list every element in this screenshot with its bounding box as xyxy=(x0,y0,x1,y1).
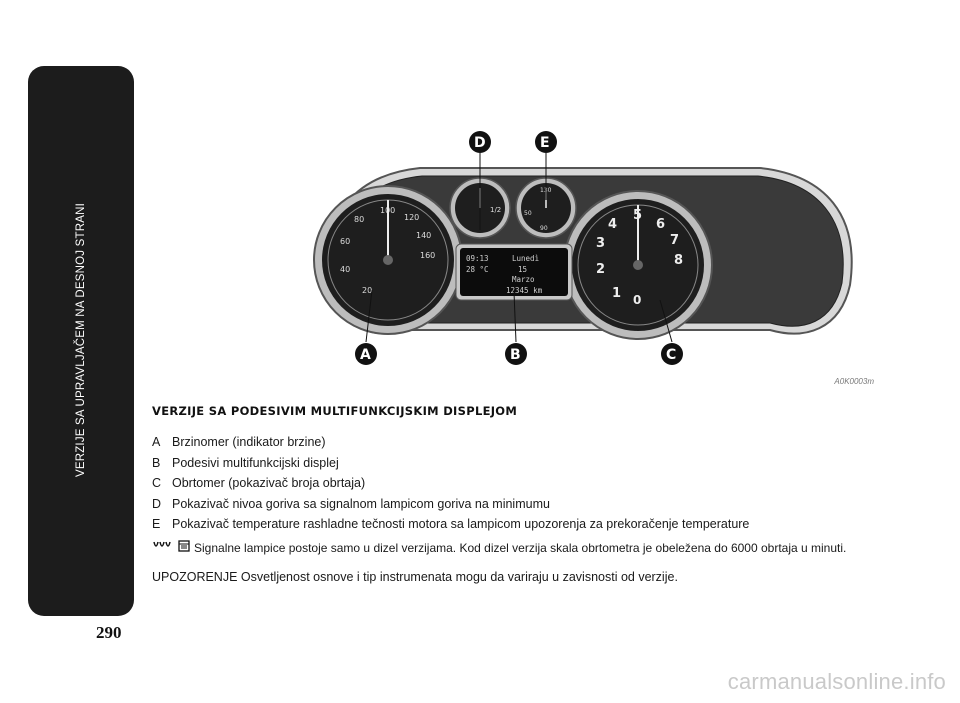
speedometer-tick-label: 120 xyxy=(404,213,419,222)
display-temperature: 28 °C xyxy=(466,265,489,274)
legend-text: Obrtomer (pokazivač broja obrtaja) xyxy=(172,476,366,490)
glow-plug-icon xyxy=(152,540,174,555)
temp-tick-label: 50 xyxy=(524,210,532,217)
note-text: Signalne lampice postoje samo u dizel ve… xyxy=(194,540,847,555)
legend-text: Pokazivač temperature rashladne tečnosti… xyxy=(172,517,750,531)
legend-text: Brzinomer (indikator brzine) xyxy=(172,435,326,449)
legend-item: E Pokazivač temperature rashladne tečnost… xyxy=(152,514,882,535)
legend-item: A Brzinomer (indikator brzine) xyxy=(152,432,882,453)
fuel-tick-label: 1/2 xyxy=(490,206,501,214)
tachometer-tick-label: 7 xyxy=(670,233,679,248)
tachometer-tick-label: 8 xyxy=(674,253,683,268)
svg-text:A: A xyxy=(360,347,371,363)
chapter-title: VERZIJE SA UPRAVLJAČEM NA DESNOJ STRANI xyxy=(75,202,87,478)
legend-key: B xyxy=(152,455,161,470)
tachometer-tick-label: 4 xyxy=(608,217,617,232)
legend-key: C xyxy=(152,476,162,490)
legend-item: C Obrtomer (pokazivač broja obrtaja) xyxy=(152,473,882,494)
temp-tick-label: 90 xyxy=(540,225,548,232)
callout-e: E xyxy=(535,131,557,153)
multifunction-display: 09:13 28 °C Lunedì 15 Marzo 12345 km xyxy=(455,243,573,301)
tachometer-tick-label: 6 xyxy=(656,217,665,232)
display-month: Marzo xyxy=(512,275,535,284)
dpf-icon xyxy=(178,540,190,555)
speedometer-tick-label: 20 xyxy=(362,286,372,295)
display-odometer: 12345 km xyxy=(506,286,543,295)
svg-text:E: E xyxy=(540,135,550,151)
legend-text: Podesivi multifunkcijski displej xyxy=(172,455,339,470)
tachometer-tick-label: 2 xyxy=(596,262,605,277)
page-number: 290 xyxy=(96,623,122,642)
legend-list: A Brzinomer (indikator brzine) B Podesivi … xyxy=(152,432,882,535)
tachometer-gauge: 1 2 3 4 5 6 7 8 0 xyxy=(563,190,713,340)
tachometer-tick-label: 3 xyxy=(596,236,605,251)
legend-key: D xyxy=(152,496,162,511)
figure-code: A0K0003m xyxy=(834,377,874,386)
svg-text:B: B xyxy=(510,347,521,363)
speedometer-tick-label: 80 xyxy=(354,215,364,224)
diesel-note: Signalne lampice postoje samo u dizel ve… xyxy=(152,540,846,555)
legend-key: E xyxy=(152,517,161,531)
speedometer-tick-label: 40 xyxy=(340,265,350,274)
speedometer-gauge: 20 40 60 80 100 120 140 160 xyxy=(313,185,463,335)
callout-a: A xyxy=(355,343,377,365)
speedometer-tick-label: 160 xyxy=(420,251,435,260)
callout-c: C xyxy=(661,343,683,365)
legend-text: Pokazivač nivoa goriva sa signalnom lamp… xyxy=(172,496,550,511)
legend-key: A xyxy=(152,435,161,449)
instrument-cluster-figure: 20 40 60 80 100 120 140 160 1 2 3 4 5 6 … xyxy=(300,120,880,386)
chapter-side-tab xyxy=(28,66,134,616)
speedometer-tick-label: 140 xyxy=(416,231,431,240)
legend-item: B Podesivi multifunkcijski displej xyxy=(152,453,882,474)
callout-d: D xyxy=(469,131,491,153)
display-date: 15 xyxy=(518,265,527,274)
display-time: 09:13 xyxy=(466,254,489,263)
warning-text: UPOZORENJE Osvetljenost osnove i tip ins… xyxy=(152,570,678,584)
tachometer-tick-label: 0 xyxy=(633,293,641,307)
tachometer-tick-label: 1 xyxy=(612,286,621,301)
instrument-cluster-illustration: 20 40 60 80 100 120 140 160 1 2 3 4 5 6 … xyxy=(313,131,853,365)
legend-item: D Pokazivač nivoa goriva sa signalnom lam… xyxy=(152,494,882,515)
callout-b: B xyxy=(505,343,527,365)
speedometer-tick-label: 60 xyxy=(340,237,350,246)
display-day: Lunedì xyxy=(512,254,539,263)
svg-text:C: C xyxy=(666,347,676,363)
svg-text:D: D xyxy=(474,135,486,151)
watermark: carmanualsonline.info xyxy=(727,669,946,694)
section-heading: VERZIJE SA PODESIVIM MULTIFUNKCIJSKIM DI… xyxy=(152,404,518,418)
